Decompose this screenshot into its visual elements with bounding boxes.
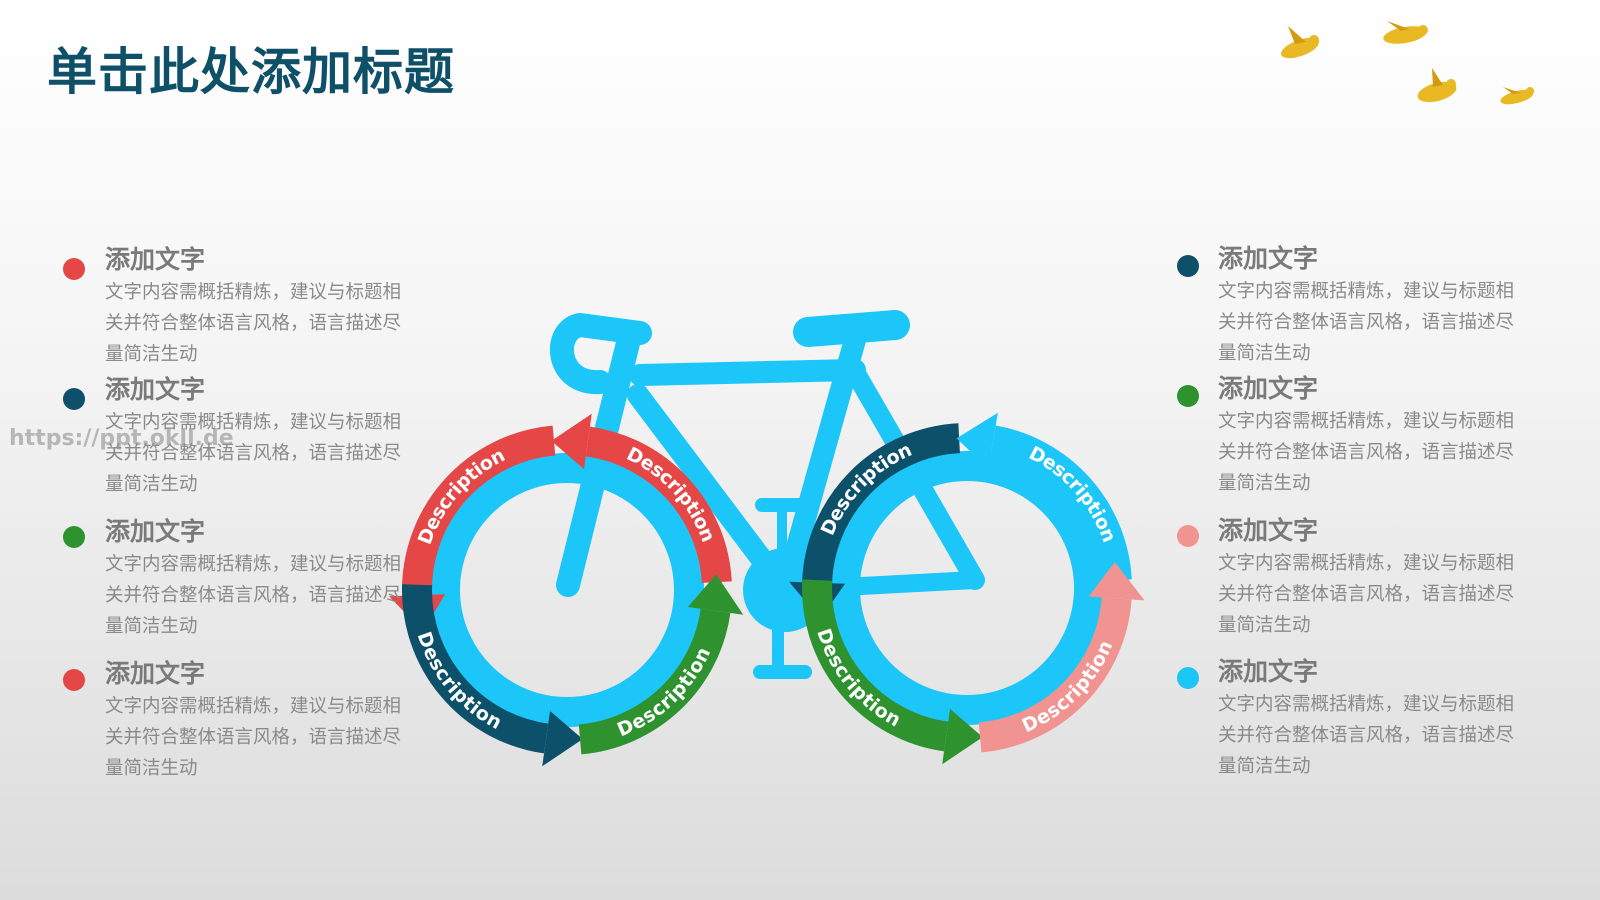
bullet-dot: [63, 526, 85, 548]
arrow-head-icon: [542, 710, 583, 767]
front-wheel-ring: [430, 453, 704, 727]
bullet-dot: [63, 258, 85, 280]
bullet-dot: [1177, 385, 1199, 407]
right-item: 添加文字 文字内容需概括精炼，建议与标题相关并符合整体语言风格，语言描述尽量简洁…: [1177, 514, 1518, 641]
arrow-body: [990, 425, 1132, 582]
arrow-body: [578, 608, 731, 755]
item-heading[interactable]: 添加文字: [105, 245, 206, 274]
slide-title[interactable]: 单击此处添加标题: [47, 43, 455, 101]
arrow-body: [978, 597, 1132, 753]
left-item: 添加文字 文字内容需概括精炼，建议与标题相关并符合整体语言风格，语言描述尽量简洁…: [63, 373, 405, 500]
fork: [556, 323, 642, 597]
item-heading[interactable]: 添加文字: [105, 375, 206, 404]
handlebar: [549, 313, 652, 394]
item-body[interactable]: 文字内容需概括精炼，建议与标题相关并符合整体语言风格，语言描述尽量简洁生动: [1218, 411, 1515, 494]
item-body[interactable]: 文字内容需概括精炼，建议与标题相关并符合整体语言风格，语言描述尽量简洁生动: [105, 696, 402, 779]
item-body[interactable]: 文字内容需概括精炼，建议与标题相关并符合整体语言风格，语言描述尽量简洁生动: [1218, 281, 1515, 364]
arrow-head-icon: [687, 574, 744, 615]
item-body[interactable]: 文字内容需概括精炼，建议与标题相关并符合整体语言风格，语言描述尽量简洁生动: [105, 554, 402, 637]
right-item: 添加文字 文字内容需概括精炼，建议与标题相关并符合整体语言风格，语言描述尽量简洁…: [1177, 242, 1518, 369]
arrow-body: [802, 423, 961, 584]
arrow-body: [402, 584, 549, 754]
bicycle-frame: [430, 310, 1104, 727]
bird-icon: [1281, 26, 1319, 59]
arrow-head-icon: [942, 708, 983, 765]
right-item: 添加文字 文字内容需概括精炼，建议与标题相关并符合整体语言风格，语言描述尽量简洁…: [1177, 655, 1518, 782]
left-item: 添加文字 文字内容需概括精炼，建议与标题相关并符合整体语言风格，语言描述尽量简洁…: [63, 515, 405, 642]
bullet-dot: [1177, 667, 1199, 689]
item-body[interactable]: 文字内容需概括精炼，建议与标题相关并符合整体语言风格，语言描述尽量简洁生动: [1218, 553, 1515, 636]
item-body[interactable]: 文字内容需概括精炼，建议与标题相关并符合整体语言风格，语言描述尽量简洁生动: [1218, 694, 1515, 777]
item-heading[interactable]: 添加文字: [1218, 516, 1319, 545]
right-item: 添加文字 文字内容需概括精炼，建议与标题相关并符合整体语言风格，语言描述尽量简洁…: [1177, 372, 1518, 499]
bullet-dot: [1177, 255, 1199, 277]
arrow-body: [802, 579, 949, 752]
item-body[interactable]: 文字内容需概括精炼，建议与标题相关并符合整体语言风格，语言描述尽量简洁生动: [105, 412, 402, 495]
item-heading[interactable]: 添加文字: [105, 659, 206, 688]
seat: [793, 310, 910, 347]
bird-icon: [1500, 87, 1534, 105]
left-item: 添加文字 文字内容需概括精炼，建议与标题相关并符合整体语言风格，语言描述尽量简洁…: [63, 243, 405, 370]
bullet-dot: [63, 669, 85, 691]
bullet-dot: [63, 388, 85, 410]
left-item: 添加文字 文字内容需概括精炼，建议与标题相关并符合整体语言风格，语言描述尽量简洁…: [63, 657, 405, 784]
watermark: https://ppt.okll.de: [9, 426, 234, 451]
top-tube: [629, 359, 866, 386]
arrow-head-icon: [1088, 561, 1145, 601]
bullet-dot: [1177, 525, 1199, 547]
item-heading[interactable]: 添加文字: [105, 517, 206, 546]
arrow-head-icon: [551, 413, 592, 470]
bird-icon: [1417, 68, 1457, 103]
item-heading[interactable]: 添加文字: [1218, 244, 1319, 273]
item-heading[interactable]: 添加文字: [1218, 657, 1319, 686]
seat-stay: [845, 362, 985, 590]
bird-icon: [1383, 21, 1428, 44]
item-body[interactable]: 文字内容需概括精炼，建议与标题相关并符合整体语言风格，语言描述尽量简洁生动: [105, 282, 402, 365]
item-heading[interactable]: 添加文字: [1218, 374, 1319, 403]
arrow-body: [585, 426, 732, 584]
birds: [1281, 21, 1534, 105]
arrow-body: [402, 425, 556, 596]
seat-tube: [774, 329, 866, 601]
arrow-head-icon: [956, 412, 998, 468]
